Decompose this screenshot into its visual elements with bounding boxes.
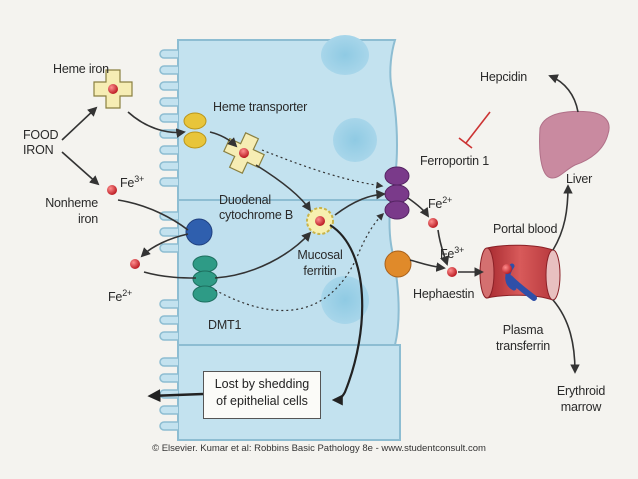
hepcidin-inhibition xyxy=(458,111,491,149)
label-hepcidin: Hepcidin xyxy=(480,70,528,84)
label-duodenal-1: Duodenal xyxy=(219,193,271,207)
lost-arrow xyxy=(147,389,204,403)
dotted-arrows xyxy=(214,149,385,312)
fe3-ion-right xyxy=(447,267,457,277)
lost-label-2: of epithelial cells xyxy=(216,394,308,408)
plasma-transferrin-molecule xyxy=(502,263,537,301)
label-nonheme-2: iron xyxy=(77,212,98,226)
source-credit: © Elsevier. Kumar et al: Robbins Basic P… xyxy=(152,443,486,454)
portal-blood-vessel xyxy=(479,244,561,301)
label-fe2-right: Fe2+ xyxy=(428,195,453,212)
label-fe2-left: Fe2+ xyxy=(108,288,133,305)
label-duodenal-2: cytochrome B xyxy=(219,208,294,222)
label-nonheme-1: Nonheme xyxy=(45,196,98,210)
label-erythroid-1: Erythroid xyxy=(556,384,606,398)
label-mucosal-1: Mucosal xyxy=(297,248,343,262)
label-liver: Liver xyxy=(566,172,593,186)
label-plasma-2: transferrin xyxy=(495,339,551,353)
dmt1-protein xyxy=(192,255,218,303)
label-dmt1: DMT1 xyxy=(208,318,242,332)
lost-label-1: Lost by shedding xyxy=(214,377,310,391)
shedding-arrow xyxy=(329,224,364,406)
nucleus-middle xyxy=(333,118,377,162)
label-food-iron-1: FOOD xyxy=(23,128,59,142)
label-fe3-right: Fe3+ xyxy=(440,245,465,262)
nucleus-lower xyxy=(321,276,369,324)
label-portal-blood: Portal blood xyxy=(493,222,558,236)
liver-organ xyxy=(539,110,610,179)
fe3-ion-left xyxy=(107,185,117,195)
heme-transporter-protein xyxy=(183,112,207,149)
fe2-ion-right xyxy=(428,218,438,228)
label-erythroid-2: marrow xyxy=(560,400,602,414)
label-food-iron-2: IRON xyxy=(23,143,54,157)
ferroportin-protein xyxy=(384,166,410,220)
label-hephaestin: Hephaestin xyxy=(413,287,475,301)
flow-arrows xyxy=(61,74,580,374)
label-mucosal-2: ferritin xyxy=(303,264,337,278)
label-heme-transporter: Heme transporter xyxy=(213,100,308,114)
label-ferroportin: Ferroportin 1 xyxy=(420,154,489,168)
label-fe3-left: Fe3+ xyxy=(120,174,145,191)
nucleus-upper xyxy=(321,35,369,75)
hephaestin-protein xyxy=(384,250,412,278)
cytochrome-b-protein xyxy=(185,218,213,246)
label-plasma-1: Plasma xyxy=(502,323,544,337)
mucosal-ferritin-complex xyxy=(306,207,334,235)
heme-molecule-outside xyxy=(93,69,133,109)
lost-by-shedding-box: Lost by shedding of epithelial cells xyxy=(203,371,321,419)
microvilli xyxy=(159,49,178,431)
fe2-ion-left xyxy=(130,259,140,269)
label-heme-iron: Heme iron xyxy=(53,62,109,76)
